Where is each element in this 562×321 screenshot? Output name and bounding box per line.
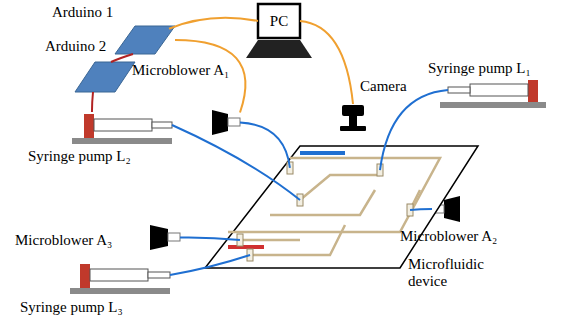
fluid-segment — [300, 151, 345, 155]
syringe-pump-icon — [440, 80, 546, 108]
camera-icon — [340, 105, 366, 131]
microblower: Microblower A₂ — [432, 196, 460, 222]
node-label: Syringe pump L₃ — [20, 299, 123, 316]
node-label: Syringe pump L₂ — [28, 148, 131, 165]
port — [237, 162, 413, 261]
microblower-icon — [150, 225, 180, 250]
syringe-pump-icon — [70, 264, 170, 294]
controller-board: Arduino 2 — [75, 62, 135, 92]
microfluidic-device: Microfluidic device — [205, 146, 478, 268]
tube — [410, 209, 432, 210]
device-plate — [205, 146, 478, 268]
node-label: Microblower A₂ — [400, 228, 497, 245]
syringe-pump: Syringe pump L₂ — [80, 112, 172, 144]
tube — [240, 123, 290, 168]
syringe-pump: Syringe pump L₁ — [448, 80, 546, 108]
node-label: PC — [270, 13, 288, 30]
signal-wire — [92, 92, 93, 112]
node-label: Syringe pump L₁ — [428, 60, 531, 77]
node-label: Camera — [360, 78, 407, 95]
signal-wire — [111, 54, 133, 62]
usb-cable — [169, 18, 258, 29]
node-label: Microblower A₁ — [132, 62, 229, 79]
syringe-pump-icon — [72, 114, 172, 144]
arduino-board — [115, 26, 175, 54]
microblower-icon — [212, 110, 240, 135]
laptop-screen — [258, 4, 300, 38]
usb-cable — [300, 21, 353, 104]
arduino-board — [75, 62, 135, 92]
node-label: Microblower A₃ — [15, 232, 112, 249]
node-label: Arduino 2 — [45, 38, 106, 55]
fluid-segment — [228, 245, 264, 249]
tube — [180, 237, 240, 240]
microblower: Microblower A₃ — [150, 225, 180, 250]
tube — [170, 255, 250, 275]
controller-board: Arduino 1 — [115, 26, 175, 54]
node-label: Microfluidic device — [408, 256, 498, 290]
tube — [172, 125, 300, 200]
syringe-pump: Syringe pump L₃ — [78, 262, 170, 294]
microblower: Microblower A₁ — [210, 110, 240, 135]
laptop-keyboard — [246, 40, 312, 58]
node-label: Arduino 1 — [52, 4, 113, 21]
camera: Camera — [338, 104, 368, 132]
tube — [380, 90, 448, 170]
computer: PC — [258, 4, 300, 38]
